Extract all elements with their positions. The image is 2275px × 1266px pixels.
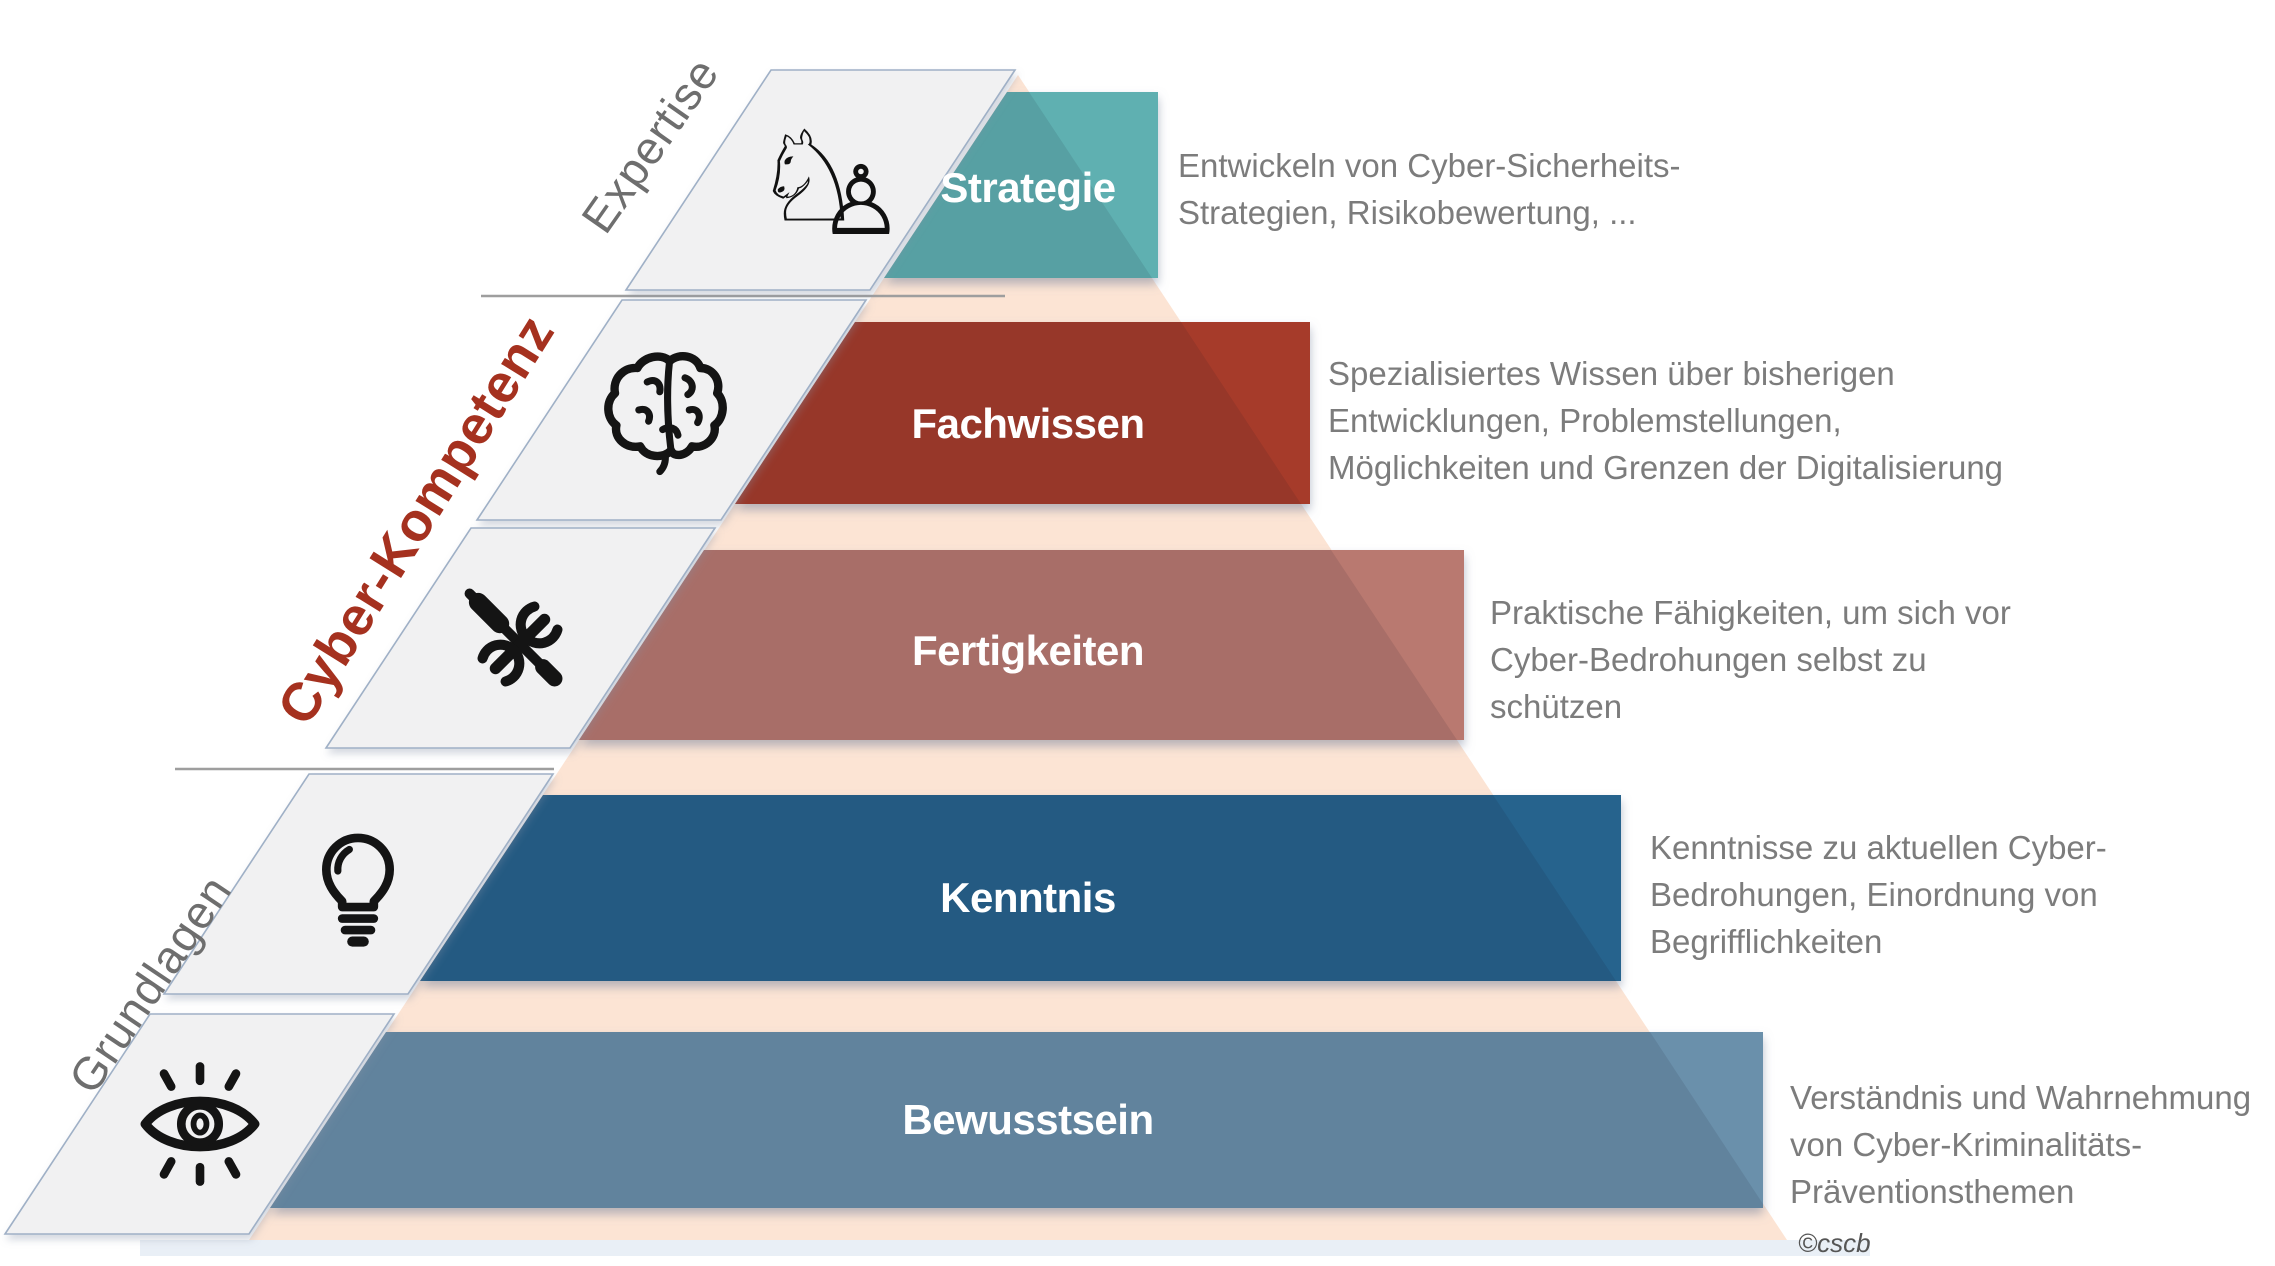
description-kenntnis: Kenntnisse zu aktuellen Cyber- Bedrohung…	[1650, 824, 2107, 965]
level-band-bewusstsein	[270, 1032, 1763, 1208]
description-line: Begrifflichkeiten	[1650, 923, 1883, 960]
lightbulb-icon	[322, 833, 395, 947]
description-bewusstsein: Verständnis und Wahrnehmung von Cyber-Kr…	[1790, 1074, 2251, 1215]
base-reflection-strip	[140, 1240, 1870, 1256]
icon-tile-bewusstsein	[3, 1013, 396, 1235]
level-band-fertigkeiten	[579, 550, 1464, 740]
description-line: Präventionsthemen	[1790, 1173, 2075, 1210]
band-overlay-fertigkeiten	[579, 550, 1457, 740]
tools-icon	[464, 588, 563, 687]
level-label-kenntnis: Kenntnis	[940, 874, 1116, 921]
icon-tile-fachwissen	[475, 299, 868, 521]
description-fertigkeiten: Praktische Fähigkeiten, um sich vor Cybe…	[1490, 589, 2011, 730]
band-overlay-strategie	[884, 92, 1152, 278]
band-overlay-kenntnis	[420, 795, 1616, 981]
description-line: Cyber-Bedrohungen selbst zu	[1490, 641, 1927, 678]
description-line: Praktische Fähigkeiten, um sich vor	[1490, 594, 2011, 631]
description-line: Möglichkeiten und Grenzen der Digitalisi…	[1328, 449, 2004, 486]
level-band-fachwissen	[735, 322, 1310, 504]
chess-strategy-icon: ♘ ♙	[752, 104, 904, 258]
brain-icon	[604, 352, 727, 476]
band-overlay-bewusstsein	[270, 1032, 1763, 1208]
description-line: Spezialisiertes Wissen über bisherigen	[1328, 355, 1895, 392]
level-band-strategie	[884, 92, 1158, 278]
credit-text: ©cscb	[1798, 1228, 1871, 1258]
level-band-kenntnis	[420, 795, 1621, 981]
description-fachwissen: Spezialisiertes Wissen über bisherigen E…	[1328, 350, 2003, 491]
svg-text:♙: ♙	[818, 145, 904, 257]
description-line: Strategien, Risikobewertung, ...	[1178, 194, 1637, 231]
description-line: Kenntnisse zu aktuellen Cyber-	[1650, 829, 2107, 866]
level-label-bewusstsein: Bewusstsein	[902, 1096, 1154, 1143]
icon-tile-strategie	[624, 69, 1017, 291]
eye-icon	[140, 1062, 260, 1186]
description-line: Bedrohungen, Einordnung von	[1650, 876, 2098, 913]
level-label-fachwissen: Fachwissen	[911, 400, 1145, 447]
svg-text:♘: ♘	[752, 104, 865, 251]
icon-tile-kenntnis	[162, 773, 555, 995]
description-line: Verständnis und Wahrnehmung	[1790, 1079, 2252, 1116]
description-line: von Cyber-Kriminalitäts-	[1790, 1126, 2143, 1163]
band-overlay-fachwissen	[735, 322, 1301, 504]
level-label-fertigkeiten: Fertigkeiten	[911, 627, 1145, 674]
description-strategie: Entwickeln von Cyber-Sicherheits- Strate…	[1178, 142, 1681, 236]
description-line: schützen	[1490, 688, 1623, 725]
description-line: Entwickeln von Cyber-Sicherheits-	[1178, 147, 1681, 184]
description-line: Entwicklungen, Problemstellungen,	[1328, 402, 1842, 439]
level-label-strategie: Strategie	[940, 164, 1116, 211]
